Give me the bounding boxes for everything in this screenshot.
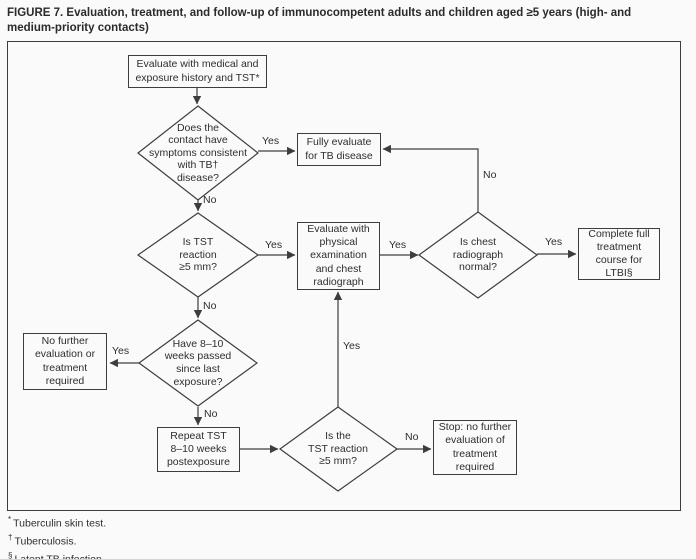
footnote-ltbi: §Latent TB infection. xyxy=(8,549,106,559)
label-tst-yes: Yes xyxy=(265,239,283,251)
node-fully-evaluate: Fully evaluate for TB disease xyxy=(297,133,381,166)
node-stop: Stop: no further evaluation of treatment… xyxy=(433,420,517,475)
figure-title: FIGURE 7. Evaluation, treatment, and fol… xyxy=(7,7,632,34)
diamond-weeks-label: Have 8–10 weeks passed since last exposu… xyxy=(164,337,232,388)
symptoms-diamond-shape xyxy=(137,105,259,201)
label-weeks-no: No xyxy=(204,408,218,420)
diamond-chest-label: Is chest radiograph normal? xyxy=(452,236,504,274)
label-tst2-yes: Yes xyxy=(343,340,361,352)
footnote-text: Tuberculosis. xyxy=(14,535,77,548)
footnote-tst: *Tuberculin skin test. xyxy=(8,513,106,531)
figure-border-frame xyxy=(7,41,681,511)
node-evaluate-history: Evaluate with medical and exposure histo… xyxy=(128,55,267,88)
label-weeks-yes: Yes xyxy=(112,345,130,357)
node-repeat-tst: Repeat TST 8–10 weeks postexposure xyxy=(157,427,240,472)
chest-diamond-shape xyxy=(417,211,539,299)
footnote-tb: †Tuberculosis. xyxy=(8,531,106,549)
tst2-diamond-shape xyxy=(278,406,399,492)
node-no-further: No further evaluation or treatment requi… xyxy=(23,333,107,390)
edge-chest-no xyxy=(382,144,479,212)
node-physical-exam: Evaluate with physical examination and c… xyxy=(297,222,380,290)
node-complete-course: Complete full treatment course for LTBI§ xyxy=(578,228,660,280)
label-physical-yes: Yes xyxy=(389,239,407,251)
tst-diamond-shape xyxy=(136,212,260,298)
footnote-text: Latent TB infection. xyxy=(14,554,104,559)
footnotes: *Tuberculin skin test. †Tuberculosis. §L… xyxy=(8,513,106,559)
decision-diamonds xyxy=(136,105,539,492)
label-symptoms-no: No xyxy=(203,194,217,206)
weeks-diamond-shape xyxy=(137,319,259,407)
footnote-marker: * xyxy=(8,515,12,524)
footnote-text: Tuberculin skin test. xyxy=(13,517,107,530)
footnote-marker: † xyxy=(8,533,13,542)
footnote-marker: § xyxy=(8,551,13,559)
flow-edges xyxy=(109,88,577,454)
diamond-tst2-label: Is the TST reaction ≥5 mm? xyxy=(308,430,368,468)
diamond-tst-label: Is TST reaction ≥5 mm? xyxy=(179,236,217,274)
label-chest-yes: Yes xyxy=(545,236,563,248)
label-chest-no: No xyxy=(483,169,497,181)
label-tst2-no: No xyxy=(405,431,419,443)
label-symptoms-yes: Yes xyxy=(262,135,280,147)
diamond-symptoms-label: Does the contact have symptoms consisten… xyxy=(148,121,248,184)
label-tst-no: No xyxy=(203,300,217,312)
